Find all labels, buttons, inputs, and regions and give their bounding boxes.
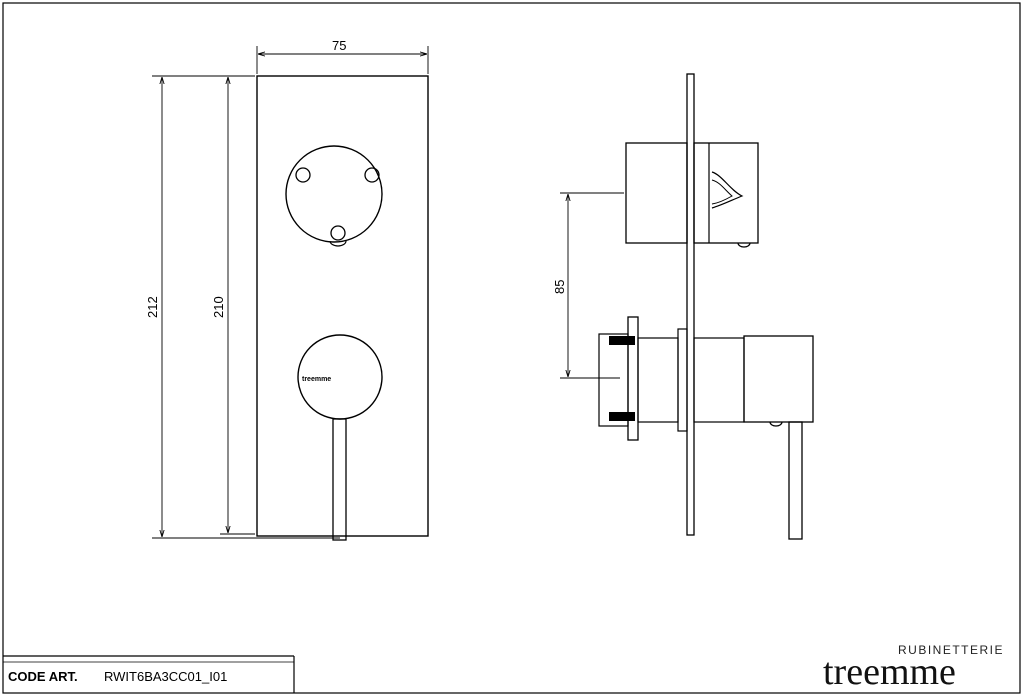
code-value: RWIT6BA3CC01_I01 — [104, 669, 227, 684]
side-diverter-knob — [693, 142, 759, 244]
side-wall-plate — [686, 73, 695, 536]
side-flange — [627, 316, 639, 441]
mixer-knob: treemme — [297, 334, 383, 541]
dimension-spacing: 85 — [552, 192, 624, 379]
brand-name: treemme — [823, 651, 956, 693]
knob-logo: treemme — [302, 376, 331, 383]
height-inner-dim-label: 210 — [211, 296, 226, 318]
brand-logo: RUBINETTERIE treemme — [823, 643, 1004, 693]
side-view: 85 — [552, 73, 814, 540]
front-plate — [256, 75, 429, 537]
side-diverter-body — [625, 142, 688, 244]
dimension-width: 75 — [256, 38, 429, 74]
title-block: CODE ART. RWIT6BA3CC01_I01 — [3, 655, 295, 693]
width-dim-label: 75 — [332, 38, 346, 53]
height-outer-dim-label: 212 — [145, 296, 160, 318]
dimension-height-inner: 210 — [211, 77, 255, 535]
front-view: treemme 75 212 210 — [145, 38, 429, 541]
side-mixer-knob — [743, 335, 814, 423]
spacing-dim-label: 85 — [552, 280, 567, 294]
mixer-lever — [332, 418, 347, 541]
diverter-knob — [285, 145, 383, 247]
code-label: CODE ART. — [8, 669, 78, 684]
brand-tagline: RUBINETTERIE — [898, 643, 1004, 657]
dimension-height-outer: 212 — [145, 75, 340, 539]
side-mixer-lever — [788, 421, 803, 540]
